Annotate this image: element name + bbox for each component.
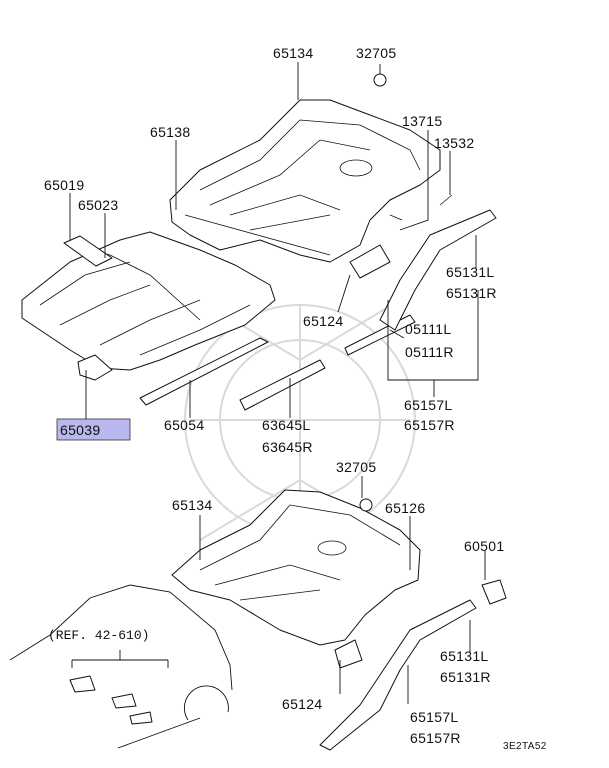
label-13532[interactable]: 13532: [434, 135, 474, 151]
bracket-65124-bottom-shape: [334, 639, 363, 669]
rear-floor-pan-top: [169, 99, 441, 263]
nut-32705-bottom: [359, 498, 373, 512]
label-05111R[interactable]: 05111R: [405, 344, 454, 360]
label-65019[interactable]: 65019: [44, 177, 84, 193]
label-63645R[interactable]: 63645R: [262, 439, 313, 455]
label-60501[interactable]: 60501: [464, 538, 504, 554]
label-65131R-top[interactable]: 65131R: [446, 285, 497, 301]
label-65157R-top[interactable]: 65157R: [404, 417, 455, 433]
label-65157R-bottom[interactable]: 65157R: [410, 730, 461, 746]
label-65054[interactable]: 65054: [164, 417, 204, 433]
highlight-65039: [56, 418, 131, 441]
label-reference[interactable]: (REF. 42-610): [48, 628, 149, 643]
label-65157L-top[interactable]: 65157L: [404, 397, 453, 413]
bracket-65039-shape: [77, 354, 113, 381]
bracket-60501-shape: [481, 579, 507, 605]
label-65131R-bottom[interactable]: 65131R: [440, 669, 491, 685]
label-32705-bottom[interactable]: 32705: [336, 459, 376, 475]
label-32705-top[interactable]: 32705: [356, 45, 396, 61]
label-65131L-top[interactable]: 65131L: [446, 264, 495, 280]
label-65126[interactable]: 65126: [385, 500, 425, 516]
label-65124-top[interactable]: 65124: [303, 313, 343, 329]
label-65131L-bottom[interactable]: 65131L: [440, 648, 489, 664]
sill-65054-shape: [139, 337, 269, 406]
label-05111L[interactable]: 05111L: [405, 321, 451, 337]
label-65134-bottom[interactable]: 65134: [172, 497, 212, 513]
side-member-top-shape: [379, 209, 497, 331]
side-member-bottom-shape: [319, 599, 477, 751]
rail-63645-shape: [239, 359, 326, 411]
label-65134-top[interactable]: 65134: [273, 45, 313, 61]
label-65157L-bottom[interactable]: 65157L: [410, 709, 459, 725]
bracket-65124-top-shape: [349, 244, 391, 279]
rear-floor-pan-bottom: [171, 489, 421, 646]
diagram-code: 3E2TA52: [503, 741, 547, 752]
label-65039[interactable]: 65039: [60, 422, 100, 438]
label-13715[interactable]: 13715: [402, 113, 442, 129]
label-63645L[interactable]: 63645L: [262, 417, 311, 433]
label-65124-bottom[interactable]: 65124: [282, 696, 322, 712]
front-floor-pan: [21, 231, 276, 371]
label-65023[interactable]: 65023: [78, 197, 118, 213]
label-65138[interactable]: 65138: [150, 124, 190, 140]
leader-lines: [69, 62, 486, 704]
car-reference-silhouette: [9, 584, 233, 749]
nut-32705-top: [373, 73, 387, 87]
